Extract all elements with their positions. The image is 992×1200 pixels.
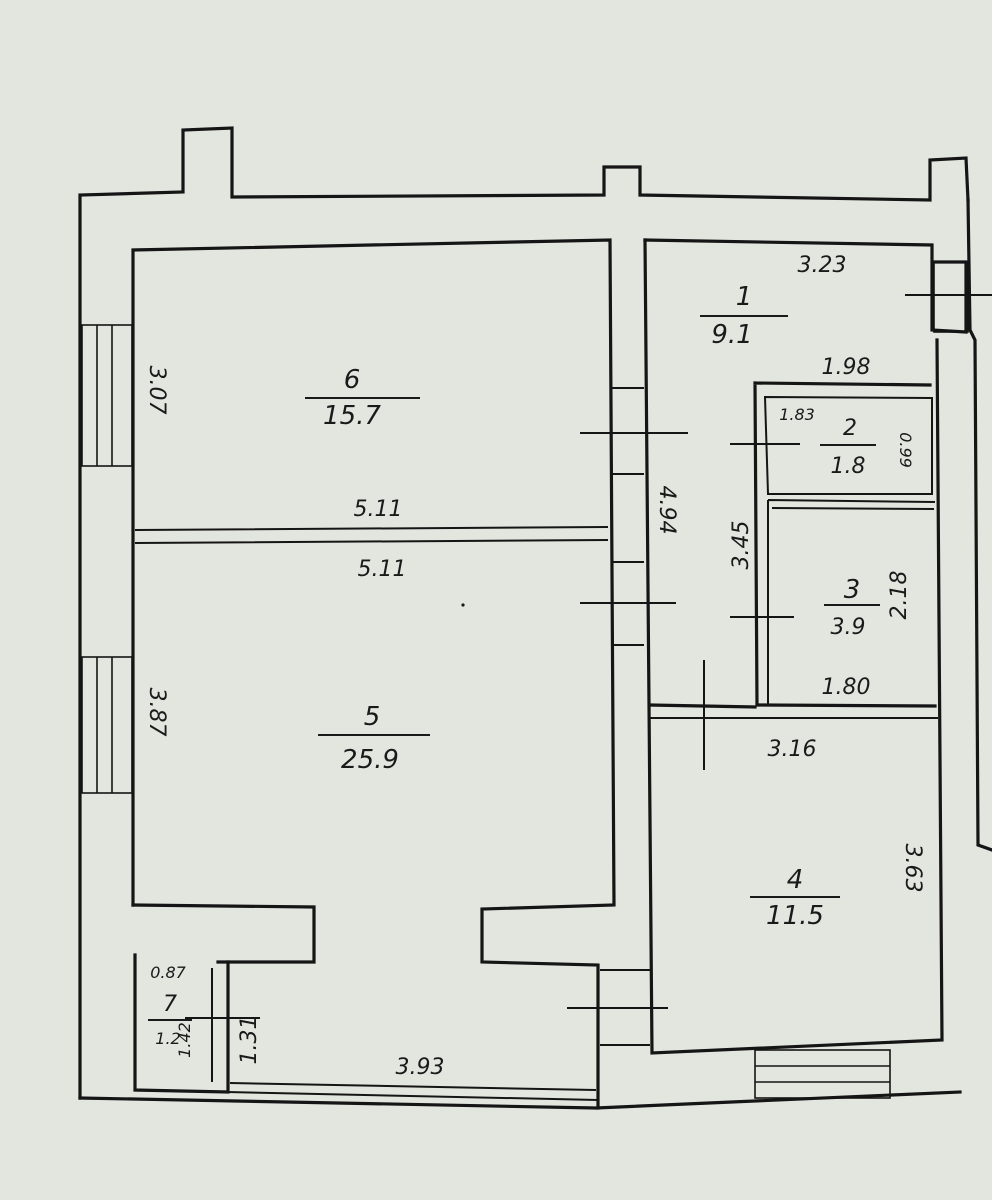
dimension-label: 1.42 — [175, 1022, 194, 1058]
dimension-labels: 5.11 5.11 3.07 3.87 3.23 1.98 1.83 0.99 … — [144, 253, 925, 1080]
room-number: 6 — [344, 365, 361, 395]
dimension-label: 1.83 — [779, 405, 815, 424]
room-5-label: 5 25.9 — [318, 702, 430, 775]
dimension-label: 5.11 — [354, 497, 403, 522]
dimension-label: 3.07 — [144, 366, 169, 415]
room-6-label: 6 15.7 — [305, 365, 420, 431]
room-3-label: 3 3.9 — [824, 575, 880, 640]
room-4-label: 4 11.5 — [750, 865, 840, 931]
room-number: 1 — [736, 282, 753, 312]
dimension-label: 1.31 — [237, 1016, 262, 1065]
dimension-label: 0.87 — [150, 963, 186, 982]
dimension-label: 3.45 — [729, 521, 754, 570]
door-marks — [185, 294, 992, 1082]
room-area: 1.2 — [155, 1029, 180, 1048]
dimension-label: 5.11 — [358, 557, 407, 582]
dimension-label: 3.23 — [798, 253, 847, 278]
room-7-label: 7 1.2 — [148, 992, 192, 1048]
room-number: 7 — [163, 992, 177, 1017]
dimension-label: 1.98 — [822, 355, 871, 380]
room-1-label: 1 9.1 — [700, 282, 788, 350]
dot-mark — [461, 603, 465, 607]
outer-walls — [78, 126, 992, 1110]
room-area: 1.8 — [831, 454, 866, 479]
dimension-label: 1.80 — [822, 675, 871, 700]
room-number: 5 — [364, 702, 381, 732]
room-area: 11.5 — [766, 901, 824, 931]
room-number: 3 — [844, 575, 861, 605]
dimension-label: 3.87 — [144, 688, 169, 737]
room-area: 25.9 — [341, 745, 399, 775]
dimension-label: 2.18 — [887, 571, 912, 620]
windows — [81, 261, 969, 1099]
room-area: 3.9 — [831, 615, 866, 640]
room-area: 15.7 — [323, 401, 381, 431]
dimension-label: 0.99 — [896, 432, 915, 468]
room-2-label: 2 1.8 — [820, 416, 876, 479]
dimension-label: 3.93 — [396, 1055, 445, 1080]
room-number: 2 — [843, 416, 857, 441]
dimension-label: 3.16 — [768, 737, 817, 762]
dimension-label: 3.63 — [900, 844, 925, 893]
room-area: 9.1 — [711, 320, 752, 350]
room-number: 4 — [787, 865, 804, 895]
dimension-label: 4.94 — [654, 486, 679, 535]
